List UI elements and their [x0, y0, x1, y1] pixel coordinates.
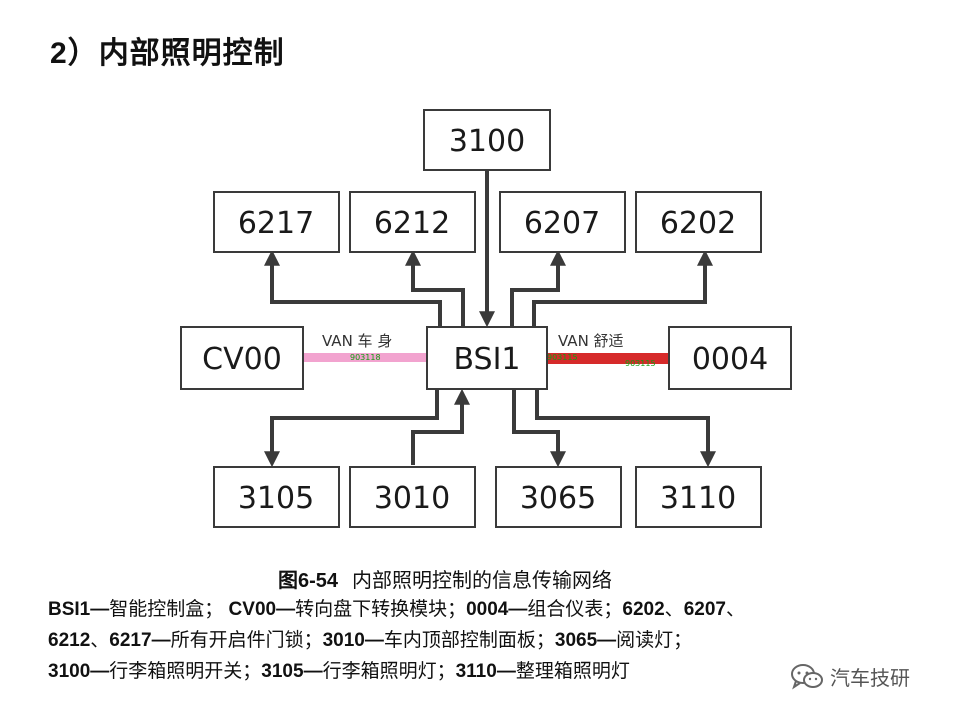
- node-3100: 3100: [423, 109, 551, 171]
- van-body-bus-bar: [303, 353, 427, 362]
- node-label-3100: 3100: [449, 124, 525, 159]
- legend-key: 3010—: [322, 630, 384, 651]
- van-comfort-bus-bar: [547, 353, 669, 364]
- legend-desc: 所有开启件门锁；: [170, 629, 323, 651]
- wire-bsi1-3110: [535, 390, 716, 468]
- legend-key: 6202: [622, 599, 665, 620]
- node-3065: 3065: [495, 466, 622, 528]
- node-cv00: CV00: [180, 326, 304, 390]
- node-label-3110: 3110: [660, 481, 736, 516]
- legend-desc: 行李箱照明开关；: [109, 660, 262, 682]
- wire-bsi1-6202: [532, 249, 713, 326]
- legend-desc: 、: [90, 629, 110, 651]
- connection-wires: [264, 170, 716, 468]
- legend-desc: 转向盘下转换模块；: [295, 598, 467, 620]
- legend-line-1: BSI1—智能控制盒； CV00—转向盘下转换模块；0004—组合仪表；6202…: [48, 594, 938, 625]
- legend-desc: 、: [725, 598, 745, 620]
- legend: BSI1—智能控制盒； CV00—转向盘下转换模块；0004—组合仪表；6202…: [48, 594, 938, 687]
- legend-desc: 、: [664, 598, 684, 620]
- legend-key: 3100—: [48, 661, 110, 682]
- watermark-text: 汽车技研: [830, 666, 910, 690]
- heading-title: 内部照明控制: [98, 36, 285, 71]
- heading-number: 2）: [50, 37, 99, 70]
- wire-bsi1-6207: [510, 249, 566, 326]
- legend-key: 6212: [48, 630, 91, 651]
- node-label-bsi1: BSI1: [453, 342, 520, 377]
- figure-caption: 图6-54 内部照明控制的信息传输网络: [278, 564, 612, 593]
- node-3105: 3105: [213, 466, 340, 528]
- node-3010: 3010: [349, 466, 476, 528]
- wire-bsi1-6217: [264, 249, 442, 326]
- van-comfort-bus-label: VAN 舒适: [558, 332, 624, 350]
- legend-key: 6207: [683, 599, 726, 620]
- wire-bsi1-3105: [264, 390, 439, 468]
- node-label-0004: 0004: [692, 342, 768, 377]
- legend-desc: 智能控制盒；: [109, 598, 224, 620]
- legend-key: 3110—: [455, 661, 516, 682]
- node-6207: 6207: [499, 191, 626, 253]
- figure-number: 图6-54: [278, 570, 339, 592]
- van-comfort-bus-code-far: 903115: [625, 359, 656, 368]
- node-label-6207: 6207: [524, 206, 600, 241]
- van-comfort-bus: VAN 舒适 903115 903115: [547, 332, 669, 368]
- node-3110: 3110: [635, 466, 762, 528]
- van-comfort-bus-code-near: 903115: [547, 353, 578, 362]
- wire-bsi1-3065: [512, 390, 566, 468]
- node-6202: 6202: [635, 191, 762, 253]
- node-6217: 6217: [213, 191, 340, 253]
- legend-key: 3105—: [261, 661, 323, 682]
- legend-desc: 整理箱照明灯: [515, 660, 630, 682]
- legend-key: CV00—: [223, 599, 296, 620]
- legend-key: 6217—: [109, 630, 171, 651]
- legend-key: 0004—: [466, 599, 528, 620]
- legend-line-3: 3100—行李箱照明开关；3105—行李箱照明灯；3110—整理箱照明灯: [48, 656, 938, 687]
- node-0004: 0004: [668, 326, 792, 390]
- legend-desc: 阅读灯；: [616, 629, 693, 651]
- legend-desc: 组合仪表；: [527, 598, 623, 620]
- node-label-3010: 3010: [374, 481, 450, 516]
- watermark: 汽车技研: [790, 662, 910, 691]
- van-body-bus-code: 903118: [350, 353, 381, 362]
- van-body-bus: VAN 车 身 903118: [303, 332, 427, 362]
- node-label-3105: 3105: [238, 481, 314, 516]
- legend-desc: 行李箱照明灯；: [322, 660, 456, 682]
- node-6212: 6212: [349, 191, 476, 253]
- node-bsi1: BSI1: [426, 326, 548, 390]
- node-label-6212: 6212: [374, 206, 450, 241]
- legend-key: BSI1—: [48, 599, 110, 620]
- node-label-6202: 6202: [660, 206, 736, 241]
- figure-title: 内部照明控制的信息传输网络: [352, 568, 613, 592]
- wire-3010-bsi1: [411, 388, 470, 465]
- wire-bsi1-6212: [405, 249, 465, 326]
- van-body-bus-label: VAN 车 身: [322, 332, 392, 350]
- legend-key: 3065—: [554, 630, 617, 651]
- wechat-icon: [791, 663, 823, 689]
- node-label-3065: 3065: [520, 481, 596, 516]
- legend-desc: 车内顶部控制面板；: [383, 629, 555, 651]
- node-label-6217: 6217: [238, 206, 314, 241]
- node-label-cv00: CV00: [202, 342, 282, 377]
- page-heading: 2）内部照明控制: [50, 28, 285, 72]
- legend-line-2: 6212、6217—所有开启件门锁；3010—车内顶部控制面板；3065—阅读灯…: [48, 625, 938, 656]
